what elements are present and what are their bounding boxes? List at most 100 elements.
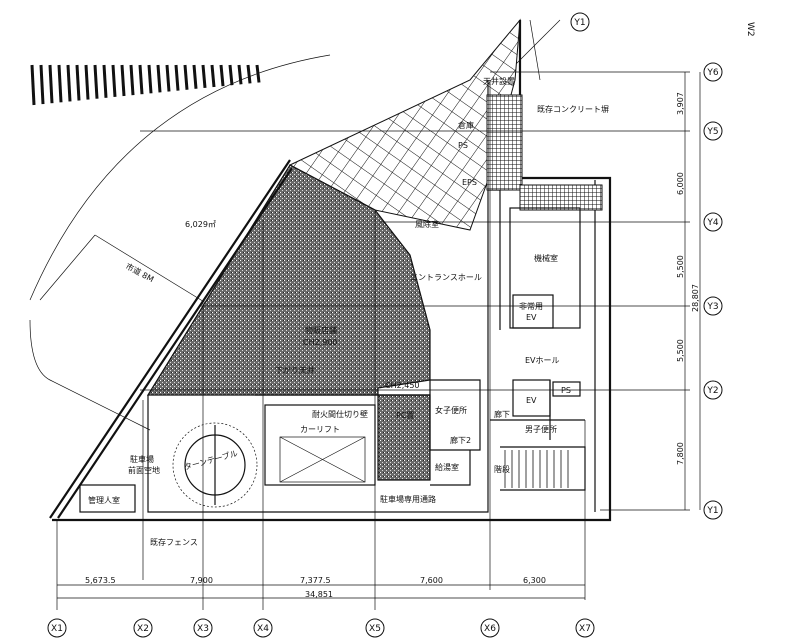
stripe bbox=[237, 64, 243, 85]
ps2-label: PS bbox=[458, 141, 468, 150]
grid-marker-x1-circle bbox=[47, 618, 67, 638]
stripe bbox=[255, 64, 261, 83]
stair-treads bbox=[504, 450, 569, 488]
ch-label: CH2,450 bbox=[385, 381, 420, 390]
stripe bbox=[138, 64, 144, 95]
stripe bbox=[183, 64, 189, 90]
grid-marker-x4: X4 bbox=[257, 624, 269, 634]
stripe bbox=[102, 64, 108, 98]
grid-marker-x7-circle bbox=[575, 618, 595, 638]
pc-label: PC置 bbox=[396, 411, 414, 420]
emergency-ev-box bbox=[512, 294, 554, 329]
parking-stripes bbox=[30, 64, 261, 106]
road-curve bbox=[29, 54, 331, 301]
turntable-label: ターンテーブル bbox=[183, 448, 239, 472]
grid-marker-y2-circle bbox=[703, 380, 723, 400]
dimension-labels: 5,673.5 7,900 7,377.5 7,600 6,300 34,851… bbox=[85, 92, 700, 599]
grid-marker-x5: X5 bbox=[369, 624, 381, 634]
dim-y2: 6,000 bbox=[676, 172, 685, 195]
stripe bbox=[201, 64, 207, 89]
parking-path-label: 駐車場専用通路 bbox=[380, 494, 436, 504]
grid-marker-top: Y1 bbox=[573, 18, 585, 28]
stripe bbox=[39, 64, 45, 105]
dim-x2: 7,900 bbox=[190, 576, 213, 585]
ceiling-top-label: 天井設置 bbox=[483, 76, 515, 86]
stripe bbox=[48, 64, 54, 104]
grid-marker-x5-circle bbox=[365, 618, 385, 638]
ev-label: EV bbox=[526, 396, 537, 405]
grid-marker-x6-circle bbox=[480, 618, 500, 638]
stripe bbox=[129, 64, 135, 96]
grid-marker-y4-circle bbox=[703, 212, 723, 232]
stripe bbox=[120, 64, 126, 97]
stripe bbox=[111, 64, 117, 97]
grid-marker-x2: X2 bbox=[137, 624, 149, 634]
grid-marker-x6: X6 bbox=[484, 624, 496, 634]
parking-front-label: 駐車場 bbox=[130, 454, 154, 464]
grid-marker-y2: Y2 bbox=[706, 386, 718, 396]
emergency-ev2-label: EV bbox=[526, 313, 537, 322]
grid-marker-y6-circle bbox=[703, 62, 723, 82]
stripe bbox=[156, 64, 162, 93]
dropped-ceiling-label: 下がり天井 bbox=[275, 365, 315, 375]
dim-y-total: 28,807 bbox=[691, 284, 700, 312]
grid-marker-x7: X7 bbox=[579, 624, 591, 634]
road-label: 市道 8M bbox=[124, 261, 156, 284]
stripe bbox=[93, 64, 99, 99]
stripe bbox=[84, 64, 90, 100]
stripe bbox=[174, 64, 180, 91]
stripe bbox=[165, 64, 171, 92]
toilet-walls bbox=[429, 379, 586, 491]
grid-marker-y3-circle bbox=[703, 296, 723, 316]
eps-label: EPS bbox=[462, 178, 477, 187]
car-lift-cross bbox=[279, 436, 366, 483]
corridor-label: 廊下 bbox=[494, 409, 510, 419]
dim-x1: 5,673.5 bbox=[85, 576, 116, 585]
stripe bbox=[30, 64, 36, 106]
dim-x5: 6,300 bbox=[523, 576, 546, 585]
stripe bbox=[57, 64, 63, 103]
car-lift-platform bbox=[279, 436, 366, 483]
men-wc-label: 男子便所 bbox=[525, 424, 557, 434]
dim-y4: 5,500 bbox=[676, 339, 685, 362]
grid-marker-x1: X1 bbox=[51, 624, 63, 634]
manager-label: 管理人室 bbox=[88, 495, 120, 505]
stripe bbox=[147, 64, 153, 94]
grid-marker-y5-circle bbox=[703, 121, 723, 141]
dim-y1: 3,907 bbox=[676, 92, 685, 115]
stripe bbox=[219, 64, 225, 87]
concrete-area-2 bbox=[519, 184, 603, 211]
grid-marker-y3: Y3 bbox=[706, 302, 718, 312]
fire-wall-label: 耐火間仕切り壁 bbox=[312, 409, 368, 419]
dim-y3: 5,500 bbox=[676, 255, 685, 278]
grid-marker-top-circle bbox=[570, 12, 590, 32]
manager-room bbox=[79, 484, 136, 513]
grid-marker-x4-circle bbox=[253, 618, 273, 638]
machine-room-label: 機械室 bbox=[534, 253, 558, 263]
stripe bbox=[246, 64, 252, 84]
grid-marker-y1-circle bbox=[703, 500, 723, 520]
stripe bbox=[210, 64, 216, 88]
ps-label: PS bbox=[561, 386, 571, 395]
stripe bbox=[66, 64, 72, 102]
dim-x4: 7,600 bbox=[420, 576, 443, 585]
grid-w-label: W2 bbox=[745, 22, 755, 37]
dim-x3: 7,377.5 bbox=[300, 576, 331, 585]
dim-y5: 7,800 bbox=[676, 442, 685, 465]
car-lift-label: カーリフト bbox=[300, 425, 340, 434]
stripe bbox=[192, 64, 198, 89]
women-wc-label: 女子便所 bbox=[435, 405, 467, 415]
concrete-wall-label: 既存コンクリート塀 bbox=[537, 104, 609, 114]
storage-label: 倉庫 bbox=[458, 120, 474, 130]
corridor2-label: 廊下2 bbox=[450, 435, 471, 445]
grid-marker-y5: Y5 bbox=[706, 127, 718, 137]
grid-marker-x3: X3 bbox=[197, 624, 209, 634]
grid-lines bbox=[56, 71, 690, 610]
grid-marker-y4: Y4 bbox=[706, 218, 718, 228]
dimension-lines bbox=[57, 72, 701, 599]
entrance-label: エントランスホール bbox=[410, 273, 482, 282]
grid-marker-x3-circle bbox=[193, 618, 213, 638]
stairs-label: 階段 bbox=[494, 464, 510, 474]
retail-label: 物販店舗 bbox=[305, 325, 337, 335]
ps-box bbox=[552, 381, 581, 397]
